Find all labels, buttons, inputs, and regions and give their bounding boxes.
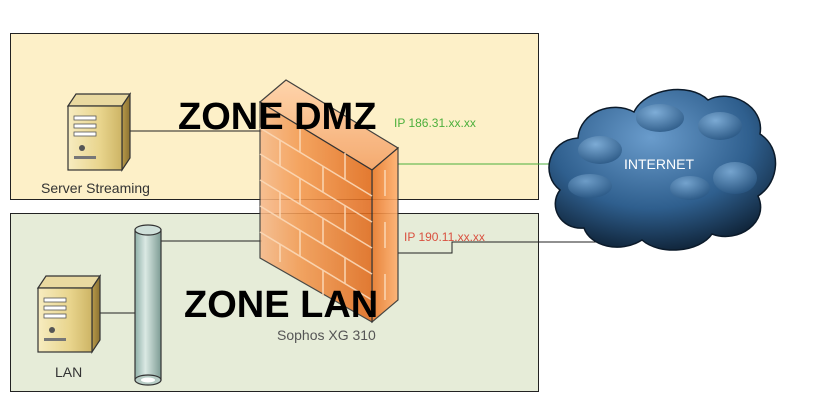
lan-zone-title: ZONE LAN xyxy=(184,284,378,326)
streaming-server-label: Server Streaming xyxy=(41,180,150,196)
dmz-zone-title: ZONE DMZ xyxy=(178,96,376,138)
dmz-ip-label: IP 186.31.xx.xx xyxy=(394,116,476,130)
network-bus-icon xyxy=(134,224,162,386)
cloud-icon xyxy=(548,88,777,251)
firewall-icon xyxy=(258,79,400,324)
internet-label: INTERNET xyxy=(624,156,694,172)
lan-ip-label: IP 190.11.xx.xx xyxy=(404,230,485,244)
lan-server-label: LAN xyxy=(55,364,82,380)
firewall-to-internet-lan-link xyxy=(398,241,612,254)
server-icon xyxy=(66,92,132,172)
server-icon xyxy=(36,274,102,354)
firewall-label: Sophos XG 310 xyxy=(277,327,376,343)
